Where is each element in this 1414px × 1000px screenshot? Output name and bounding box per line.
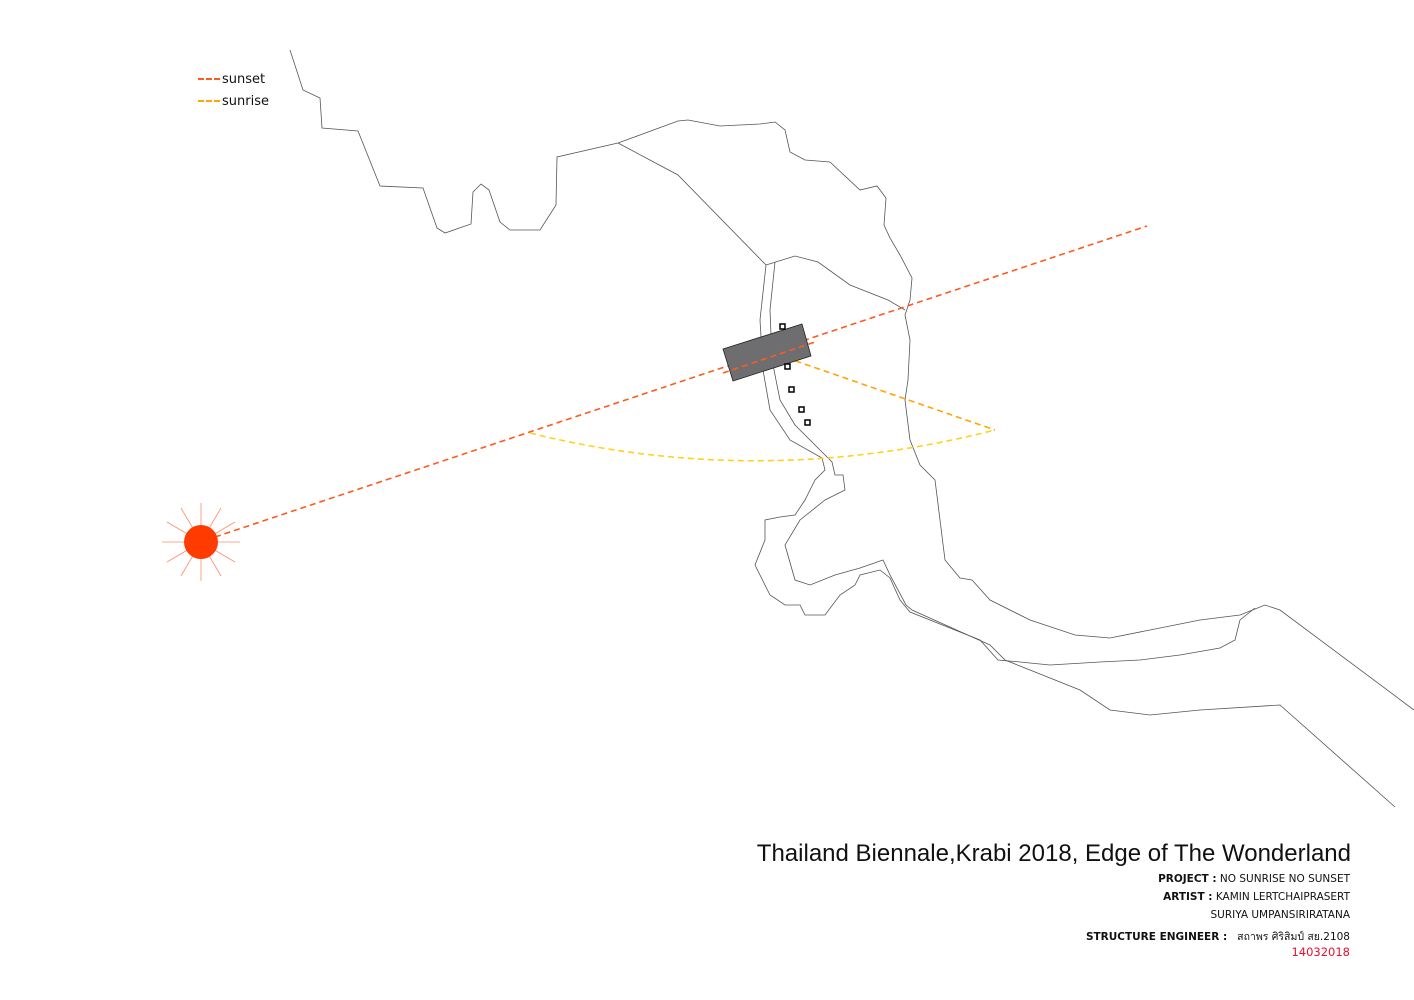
artist-label: ARTIST :	[1163, 891, 1213, 903]
drawing-date: 14032018	[1291, 945, 1350, 959]
artist-line: ARTIST : KAMIN LERTCHAIPRASERT	[1163, 891, 1350, 903]
pillar-markers	[779, 323, 811, 426]
legend: sunset sunrise	[198, 68, 269, 112]
legend-label: sunrise	[222, 93, 269, 109]
drawing-title: Thailand Biennale,Krabi 2018, Edge of Th…	[756, 840, 1351, 867]
building	[722, 323, 816, 382]
legend-label: sunset	[222, 71, 266, 87]
legend-item-sunrise: sunrise	[198, 90, 269, 112]
engineer-value: สถาพร ศิริสิมป์ สย.2108	[1237, 931, 1350, 943]
artist-line-2: SURIYA UMPANSIRIRATANA	[1210, 909, 1350, 921]
coastline	[289, 49, 1414, 808]
sunset-line	[214, 225, 1148, 538]
sunrise-line	[766, 350, 996, 431]
engineer-label: STRUCTURE ENGINEER :	[1085, 931, 1228, 943]
artist-value: KAMIN LERTCHAIPRASERT	[1215, 891, 1350, 903]
project-label: PROJECT :	[1158, 873, 1217, 885]
engineer-line: STRUCTURE ENGINEER : สถาพร ศิริสิมป์ สย.…	[1086, 928, 1350, 945]
artist-value: SURIYA UMPANSIRIRATANA	[1210, 909, 1350, 921]
sunset-swatch	[198, 78, 220, 80]
sun-icon	[162, 503, 240, 581]
sunrise-arc	[529, 429, 996, 462]
project-value: NO SUNRISE NO SUNSET	[1219, 873, 1350, 885]
project-line: PROJECT : NO SUNRISE NO SUNSET	[1158, 873, 1350, 885]
sunrise-swatch	[198, 100, 220, 102]
legend-item-sunset: sunset	[198, 68, 269, 90]
